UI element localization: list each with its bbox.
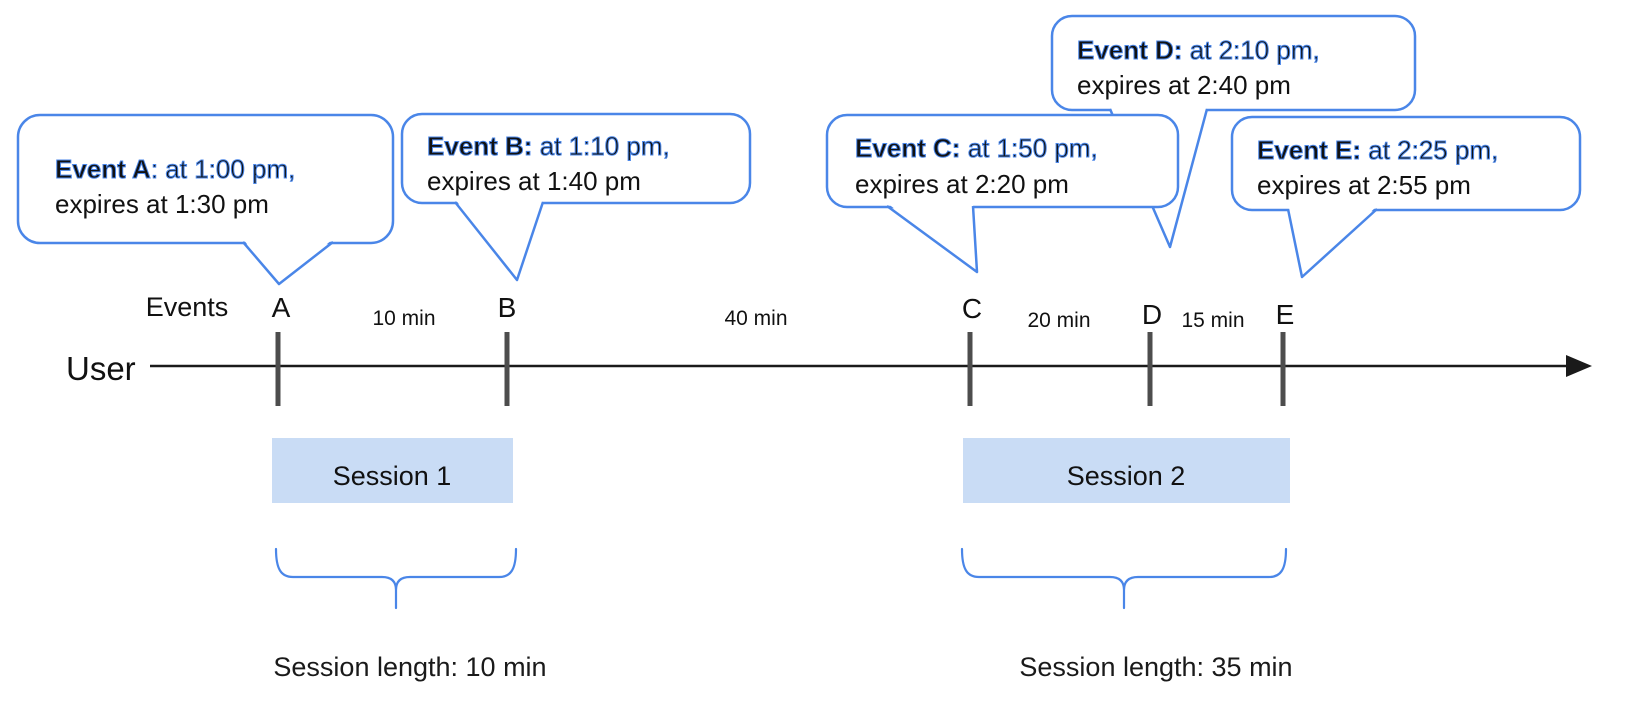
event-a-callout: Event A: at 1:00 pm, expires at 1:30 pm bbox=[16, 113, 395, 286]
session-2-label: Session 2 bbox=[1067, 461, 1186, 491]
event-c-callout-tail bbox=[886, 204, 979, 274]
session-2-brace bbox=[960, 547, 1288, 610]
event-a-callout-line1: Event A: at 1:00 pm, bbox=[55, 154, 295, 184]
event-b-time: at 1:10 pm, bbox=[532, 131, 669, 161]
interval-b-c: 40 min bbox=[724, 307, 787, 330]
event-c-callout-bubble bbox=[825, 113, 1180, 209]
event-ticks bbox=[275, 332, 1286, 406]
event-e-callout-line1: Event E: at 2:25 pm, bbox=[1257, 135, 1498, 165]
event-d-callout: Event D: at 2:10 pm, expires at 2:40 pm bbox=[1050, 14, 1417, 249]
event-b-callout-tail bbox=[454, 201, 545, 282]
event-d-name: Event D: bbox=[1077, 35, 1182, 65]
session-1-label: Session 1 bbox=[333, 461, 452, 491]
session-1-brace bbox=[274, 547, 518, 610]
event-e-time: at 2:25 pm, bbox=[1361, 135, 1498, 165]
event-a-time: : at 1:00 pm, bbox=[151, 154, 296, 184]
tick-label-a: A bbox=[272, 292, 291, 323]
session-1-box bbox=[272, 438, 513, 503]
event-c-time: at 1:50 pm, bbox=[960, 133, 1097, 163]
timeline-arrow bbox=[150, 355, 1592, 377]
interval-d-e: 15 min bbox=[1181, 309, 1244, 332]
event-b-name: Event B: bbox=[427, 131, 532, 161]
event-d-callout-line2: expires at 2:40 pm bbox=[1077, 70, 1291, 100]
event-d-callout-line1: Event D: at 2:10 pm, bbox=[1077, 35, 1320, 65]
event-e-callout-line2: expires at 2:55 pm bbox=[1257, 170, 1471, 200]
events-axis-label: Events bbox=[146, 292, 229, 322]
event-e-callout-bubble bbox=[1230, 115, 1582, 212]
event-a-callout-tail-fill bbox=[243, 239, 333, 284]
event-a-callout-line2: expires at 1:30 pm bbox=[55, 189, 269, 219]
session-2-box bbox=[963, 438, 1290, 503]
event-a-callout-bubble bbox=[16, 113, 395, 245]
event-c-callout-line1: Event C: at 1:50 pm, bbox=[855, 133, 1098, 163]
event-b-callout-line2: expires at 1:40 pm bbox=[427, 166, 641, 196]
event-c-callout-line2: expires at 2:20 pm bbox=[855, 169, 1069, 199]
event-d-time: at 2:10 pm, bbox=[1182, 35, 1319, 65]
event-e-callout-tail-fill bbox=[1288, 206, 1377, 277]
tick-label-d: D bbox=[1142, 299, 1162, 330]
timeline-arrowhead-icon bbox=[1566, 355, 1592, 377]
event-e-callout: Event E: at 2:25 pm, expires at 2:55 pm bbox=[1230, 115, 1582, 279]
event-e-callout-tail bbox=[1286, 208, 1378, 279]
session-1-group: Session 1 Session length: 10 min bbox=[272, 438, 547, 682]
event-b-callout: Event B: at 1:10 pm, expires at 1:40 pm bbox=[400, 112, 752, 282]
event-b-callout-bubble bbox=[400, 112, 752, 205]
session-2-length-label: Session length: 35 min bbox=[1019, 652, 1292, 682]
event-d-callout-bubble bbox=[1050, 14, 1417, 112]
interval-a-b: 10 min bbox=[372, 307, 435, 330]
tick-label-e: E bbox=[1276, 299, 1295, 330]
event-e-name: Event E: bbox=[1257, 135, 1361, 165]
event-c-callout: Event C: at 1:50 pm, expires at 2:20 pm bbox=[825, 113, 1180, 274]
tick-label-c: C bbox=[962, 293, 982, 324]
event-a-name: Event A bbox=[55, 154, 151, 184]
session-1-length-label: Session length: 10 min bbox=[273, 652, 546, 682]
event-b-callout-tail-fill bbox=[455, 199, 543, 280]
interval-c-d: 20 min bbox=[1027, 309, 1090, 332]
event-b-callout-line1: Event B: at 1:10 pm, bbox=[427, 131, 670, 161]
event-a-callout-tail bbox=[242, 241, 334, 286]
tick-label-b: B bbox=[498, 292, 517, 323]
session-2-group: Session 2 Session length: 35 min bbox=[960, 438, 1293, 682]
user-axis-label: User bbox=[66, 350, 136, 387]
event-c-name: Event C: bbox=[855, 133, 960, 163]
